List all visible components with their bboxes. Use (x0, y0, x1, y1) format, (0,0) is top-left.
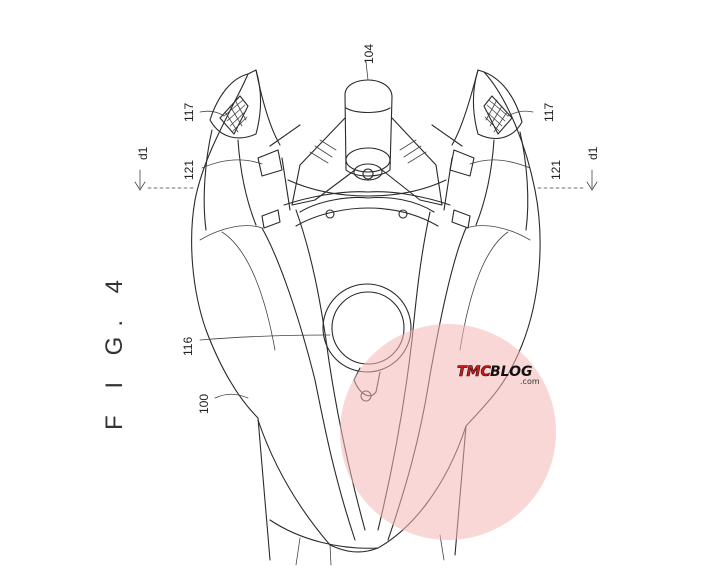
figure-title: F I G. 4 (101, 270, 128, 430)
label-121-right: 121 (549, 160, 563, 180)
label-d1-left: d1 (136, 146, 150, 160)
watermark-com: .com (520, 377, 540, 386)
label-121-left: 121 (182, 160, 196, 180)
label-100: 100 (197, 394, 211, 414)
steering-head-assembly (269, 79, 463, 211)
watermark-circle (340, 324, 556, 540)
right-marker-lamp (449, 149, 475, 177)
left-distance-marker (134, 169, 196, 191)
watermark-blog: BLOG (490, 364, 533, 380)
label-104: 104 (362, 44, 376, 64)
label-117-right: 117 (542, 103, 556, 122)
label-117-left: 117 (182, 103, 196, 122)
left-marker-lamp (257, 149, 283, 177)
watermark-tmc: TMC (457, 364, 491, 380)
right-vent-mesh (483, 95, 513, 135)
label-d1-right: d1 (586, 146, 600, 160)
left-vent-mesh (219, 95, 249, 135)
right-distance-marker (537, 169, 598, 191)
label-116: 116 (181, 337, 195, 356)
tank-outer-outline (191, 73, 271, 561)
watermark-logo: TMC BLOG .com (457, 364, 540, 386)
